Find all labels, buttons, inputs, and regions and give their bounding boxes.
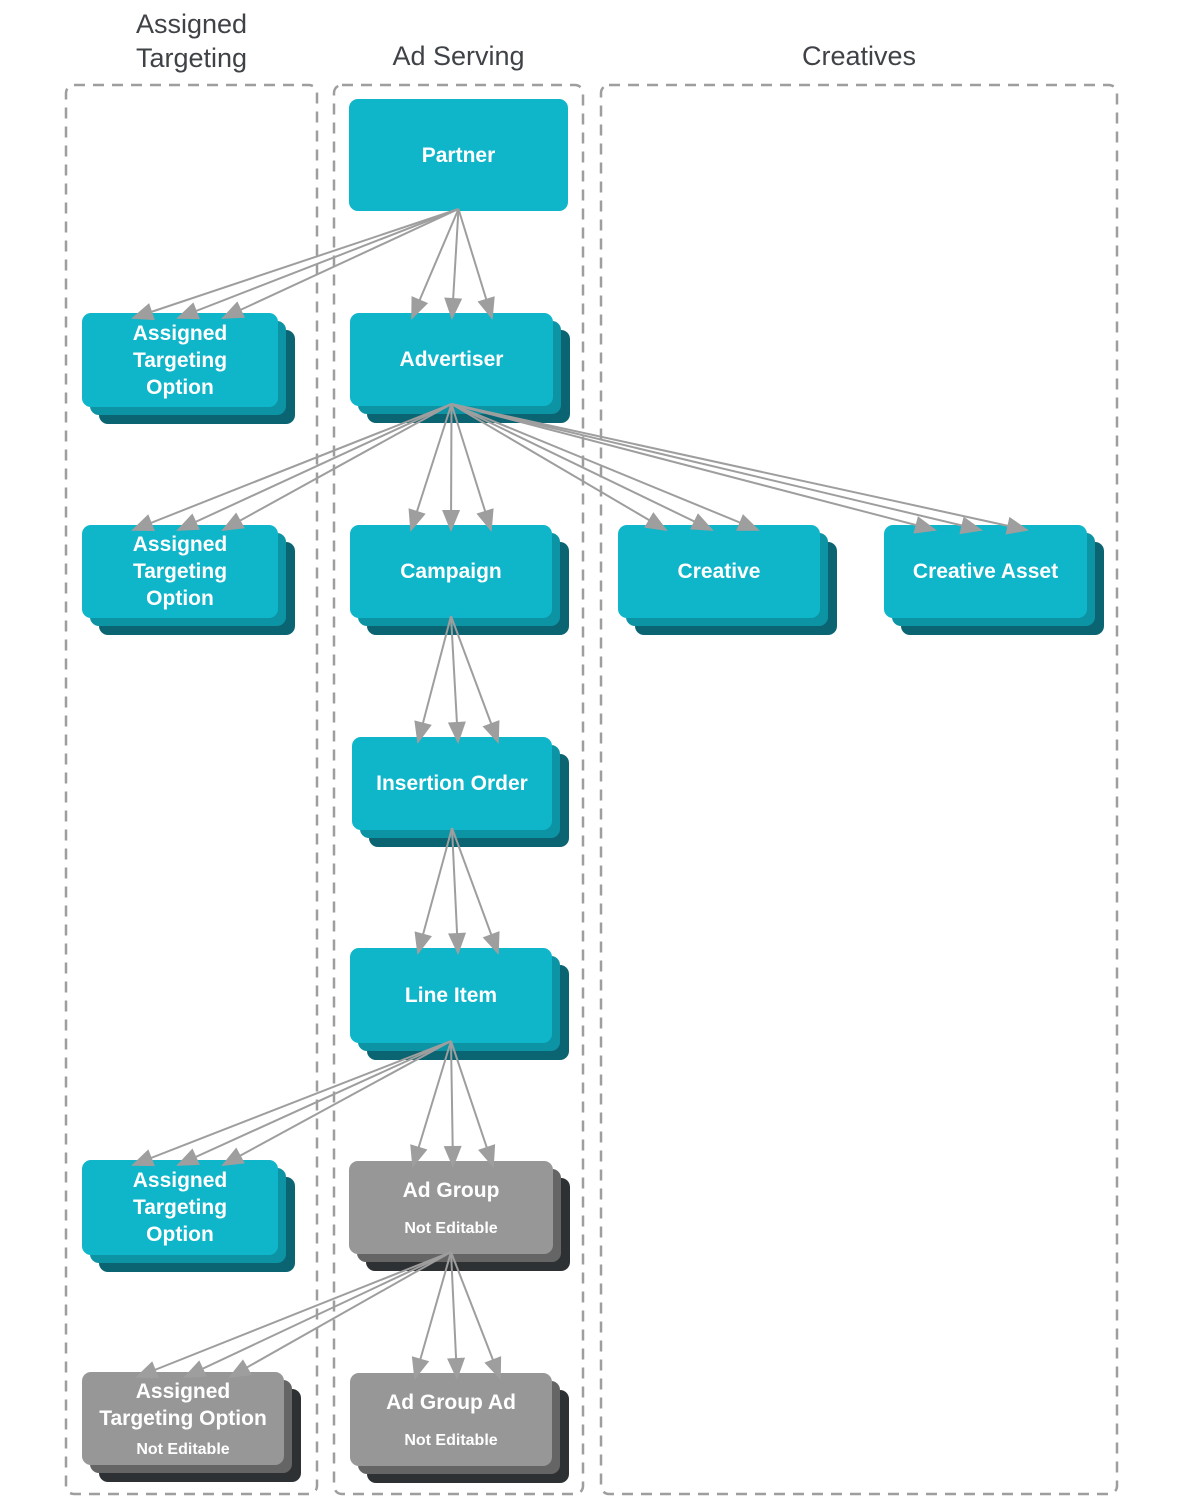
node-insertion-order: Insertion Order bbox=[352, 737, 552, 830]
edge-line-item-to-ad-group bbox=[410, 1040, 452, 1168]
edge-advertiser-to-campaign bbox=[408, 403, 453, 532]
edge-ad-group-to-assigned-targeting-option-4 bbox=[135, 1251, 452, 1378]
edge-partner-to-advertiser bbox=[411, 208, 460, 320]
edge-line-item-to-assigned-targeting-option-3 bbox=[176, 1040, 452, 1166]
edge-advertiser-to-creative-asset bbox=[451, 403, 983, 535]
edge-partner-to-advertiser bbox=[457, 208, 495, 320]
edge-campaign-to-insertion-order bbox=[447, 615, 466, 744]
node-label: Assigned Targeting Option bbox=[132, 533, 228, 610]
node-label: Campaign bbox=[400, 560, 502, 583]
node-label: Assigned Targeting Option bbox=[132, 1169, 228, 1246]
edge-partner-to-assigned-targeting-option-1 bbox=[131, 208, 459, 321]
edge-advertiser-to-creative-asset bbox=[451, 403, 1029, 535]
column-header-ad-serving: Ad Serving bbox=[392, 41, 525, 71]
node-label: Assigned Targeting Option bbox=[99, 1380, 267, 1430]
edge-insertion-order-to-line-item bbox=[414, 827, 453, 955]
node-sublabel: Not Editable bbox=[136, 1441, 230, 1458]
edge-line-item-to-assigned-targeting-option-3 bbox=[221, 1040, 452, 1166]
node-assigned-targeting-option-2: Assigned Targeting Option bbox=[82, 525, 278, 618]
column-header-assigned-targeting: Assigned Targeting bbox=[135, 9, 248, 73]
node-label: Partner bbox=[421, 143, 496, 167]
edge-campaign-to-insertion-order bbox=[450, 615, 500, 744]
column-border-assigned-targeting bbox=[64, 83, 319, 1496]
edge-advertiser-to-assigned-targeting-option-2 bbox=[221, 403, 452, 531]
node-label: Insertion Order bbox=[376, 772, 528, 795]
node-label: Creative Asset bbox=[912, 560, 1059, 583]
edge-advertiser-to-campaign bbox=[442, 403, 461, 532]
node-sublabel: Not Editable bbox=[404, 1220, 498, 1237]
node-creative: Creative bbox=[618, 525, 820, 618]
edge-ad-group-to-ad-group-ad bbox=[411, 1251, 452, 1380]
edge-insertion-order-to-line-item bbox=[451, 827, 500, 955]
node-ad-group-ad: Ad Group Ad Not Editable bbox=[350, 1373, 552, 1466]
node-label: Ad Group bbox=[402, 1179, 500, 1202]
edge-ad-group-to-ad-group-ad bbox=[450, 1251, 502, 1380]
node-label: Line Item bbox=[404, 984, 498, 1007]
edge-advertiser-to-assigned-targeting-option-2 bbox=[131, 403, 452, 532]
edge-ad-group-to-assigned-targeting-option-4 bbox=[183, 1251, 452, 1378]
edge-line-item-to-ad-group bbox=[450, 1040, 496, 1168]
edge-advertiser-to-creative bbox=[451, 403, 760, 531]
edge-advertiser-to-creative-asset bbox=[451, 403, 937, 534]
edge-ad-group-to-assigned-targeting-option-4 bbox=[228, 1251, 452, 1378]
edge-partner-to-advertiser bbox=[444, 208, 463, 320]
edge-insertion-order-to-line-item bbox=[448, 827, 467, 955]
node-partner: Partner bbox=[349, 99, 568, 211]
node-label: Ad Group Ad bbox=[386, 1391, 516, 1414]
edge-partner-to-assigned-targeting-option-1 bbox=[221, 208, 459, 319]
node-line-item: Line Item bbox=[350, 948, 552, 1043]
edge-campaign-to-insertion-order bbox=[414, 615, 452, 744]
node-sublabel: Not Editable bbox=[404, 1432, 498, 1449]
edge-ad-group-to-ad-group-ad bbox=[447, 1251, 466, 1380]
node-creative-asset: Creative Asset bbox=[884, 525, 1087, 618]
edge-line-item-to-assigned-targeting-option-3 bbox=[131, 1040, 452, 1167]
node-campaign: Campaign bbox=[350, 525, 552, 618]
edge-advertiser-to-creative bbox=[450, 403, 668, 532]
column-border-creatives bbox=[599, 83, 1119, 1496]
edge-advertiser-to-campaign bbox=[450, 403, 494, 532]
node-assigned-targeting-option-1: Assigned Targeting Option bbox=[82, 313, 278, 407]
edge-line-item-to-ad-group bbox=[443, 1040, 462, 1168]
node-label: Creative bbox=[677, 560, 761, 583]
edge-partner-to-assigned-targeting-option-1 bbox=[176, 208, 459, 320]
edge-advertiser-to-creative bbox=[451, 403, 714, 531]
node-advertiser: Advertiser bbox=[350, 313, 553, 406]
column-header-creatives: Creatives bbox=[801, 41, 917, 71]
node-label: Advertiser bbox=[399, 348, 504, 371]
edge-advertiser-to-assigned-targeting-option-2 bbox=[176, 403, 452, 531]
node-label: Assigned Targeting Option bbox=[132, 321, 228, 399]
node-assigned-targeting-option-3: Assigned Targeting Option bbox=[82, 1160, 278, 1255]
